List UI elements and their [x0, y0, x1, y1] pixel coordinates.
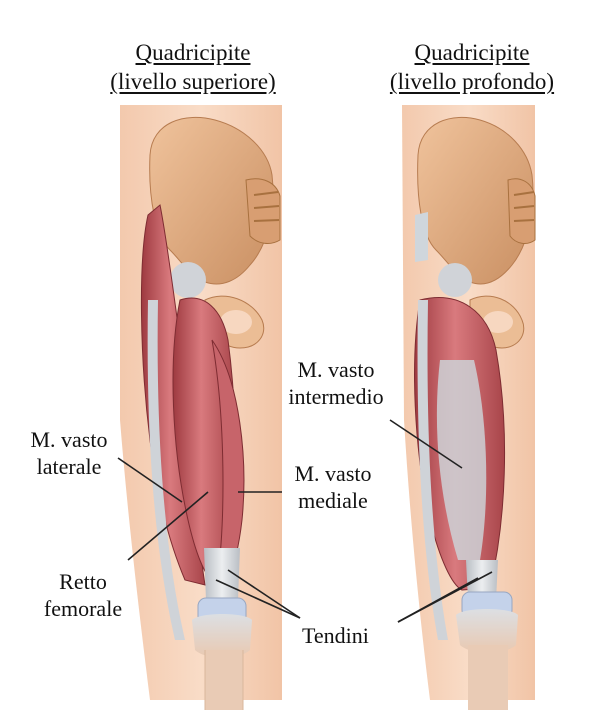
leader-tendini-left-1	[227, 569, 301, 619]
label-tendini: Tendini	[302, 623, 369, 648]
leader-tendini-left-2	[215, 579, 301, 619]
right-pelvis-bone	[417, 116, 534, 285]
leader-vasto-laterale	[117, 457, 183, 503]
right-quadriceps-tendon	[466, 560, 498, 600]
deep-title-line1: Quadricipite	[414, 40, 530, 65]
deep-title: Quadricipite (livello profondo)	[366, 38, 578, 96]
left-obturator	[220, 310, 252, 334]
label-vasto-laterale-line1: M. vasto	[30, 427, 108, 452]
leader-lines	[117, 419, 493, 623]
deep-title-line2: (livello profondo)	[389, 69, 555, 94]
label-vasto-mediale-line1: M. vasto	[294, 461, 372, 486]
superficial-title: Quadricipite (livello superiore)	[82, 38, 304, 96]
label-vasto-mediale-line2: mediale	[298, 488, 368, 513]
label-vasto-intermedio-line1: M. vasto	[297, 357, 375, 382]
superficial-title-line1: Quadricipite	[135, 40, 251, 65]
label-retto-femorale-line1: Retto	[59, 569, 107, 594]
leader-tendini-right-2	[397, 571, 493, 623]
label-retto-femorale-line2: femorale	[43, 596, 123, 621]
label-vasto-laterale-line2: laterale	[36, 454, 102, 479]
superficial-leg	[120, 105, 282, 710]
label-vasto-intermedio-line2: intermedio	[288, 384, 384, 409]
leader-vasto-intermedio	[389, 419, 463, 469]
leader-retto-femorale	[127, 491, 209, 561]
left-knee	[192, 614, 252, 658]
superficial-title-line2: (livello superiore)	[110, 69, 276, 94]
deep-leg	[402, 105, 536, 710]
left-pelvis-bone	[149, 116, 274, 285]
label-vasto-mediale: M. vasto mediale	[278, 460, 388, 514]
label-retto-femorale: Retto femorale	[30, 568, 136, 622]
right-knee	[456, 609, 518, 653]
label-vasto-laterale: M. vasto laterale	[14, 426, 124, 480]
label-vasto-intermedio: M. vasto intermedio	[276, 356, 396, 410]
